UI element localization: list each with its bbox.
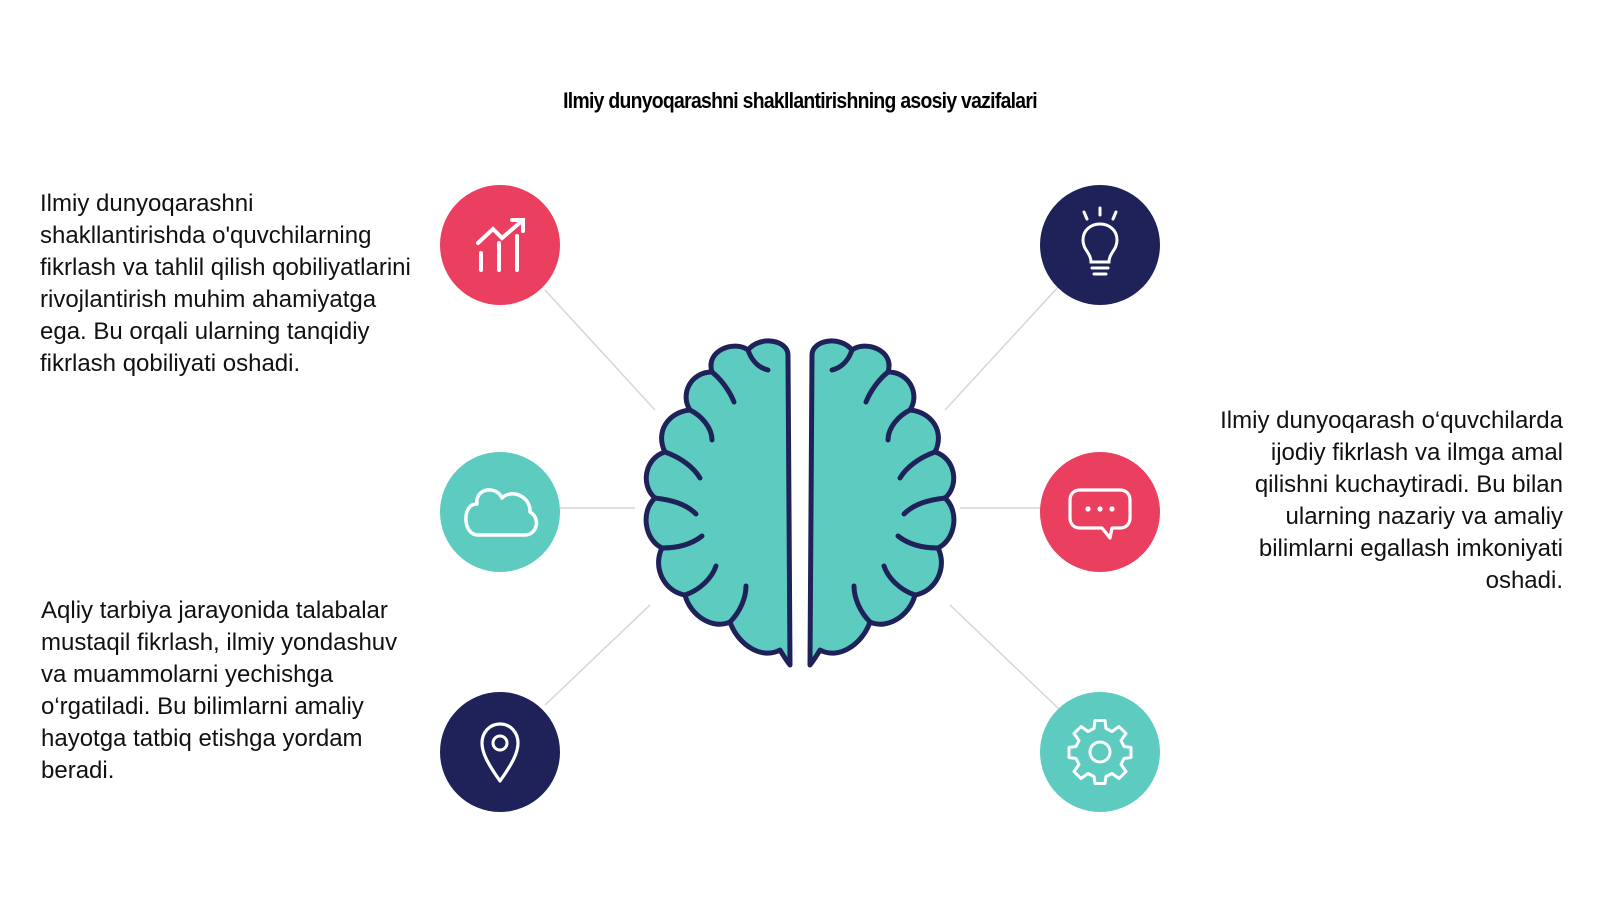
text-block-top-left: Ilmiy dunyoqarashni shakllantirishda o'q… (40, 190, 411, 377)
text-block-right: Ilmiy dunyoqarash o‘quvchilarda ijodiy f… (1220, 407, 1563, 594)
growth-chart-icon (440, 185, 560, 305)
connector-bottom-left (544, 604, 651, 706)
lightbulb-icon (1040, 185, 1160, 305)
brain-icon (643, 338, 957, 668)
connector-bottom-right (949, 604, 1061, 711)
connector-top-left (544, 289, 656, 411)
text-block-bottom-left: Aqliy tarbiya jarayonida talabalar musta… (41, 597, 398, 784)
connector-lines (544, 284, 1061, 711)
diagram-title: Ilmiy dunyoqarashni shakllantirishning a… (563, 88, 1037, 113)
cloud-icon (440, 452, 560, 572)
chat-bubble-icon (1040, 452, 1160, 572)
location-pin-icon (440, 692, 560, 812)
gear-icon (1040, 692, 1160, 812)
connector-top-right (944, 284, 1061, 411)
